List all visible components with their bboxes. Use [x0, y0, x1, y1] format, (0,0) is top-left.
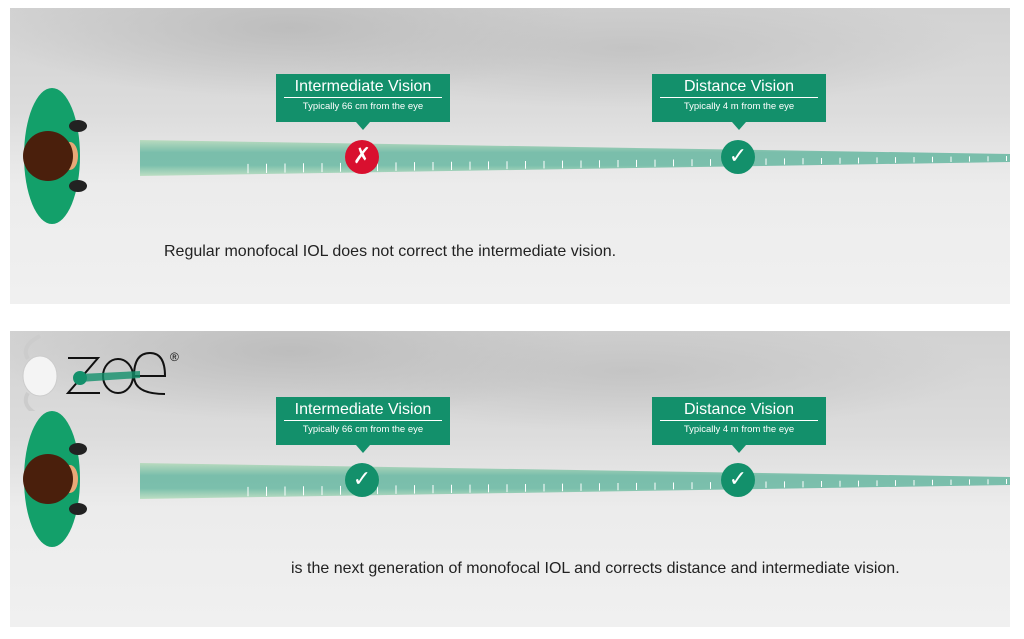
person-icon	[23, 411, 87, 547]
callout-title: Intermediate Vision	[284, 74, 442, 98]
cross-icon: ✗	[345, 140, 379, 174]
caption: is the next generation of monofocal IOL …	[291, 560, 900, 577]
callout-title: Distance Vision	[660, 74, 818, 98]
caption: Regular monofocal IOL does not correct t…	[164, 243, 617, 260]
vision-beam	[140, 140, 1010, 176]
monofocal-panel: Intermediate Vision Typically 66 cm from…	[10, 8, 1010, 304]
vision-beam	[140, 463, 1010, 499]
check-icon: ✓	[721, 463, 755, 497]
callout-title: Distance Vision	[660, 397, 818, 421]
callout-subtitle: Typically 4 m from the eye	[683, 101, 795, 112]
callout-title: Intermediate Vision	[284, 397, 442, 421]
intermediate-vision-callout: Intermediate Vision Typically 66 cm from…	[276, 74, 450, 130]
svg-text:®: ®	[170, 350, 179, 364]
callout-subtitle: Typically 66 cm from the eye	[302, 101, 424, 112]
zoe-panel: Intermediate Vision Typically 66 cm from…	[10, 331, 1010, 627]
zoe-logo: ®	[22, 334, 179, 411]
callout-subtitle: Typically 66 cm from the eye	[302, 424, 424, 435]
intermediate-vision-callout: Intermediate Vision Typically 66 cm from…	[276, 397, 450, 453]
person-icon	[23, 88, 87, 224]
distance-vision-callout: Distance Vision Typically 4 m from the e…	[652, 397, 826, 453]
callout-subtitle: Typically 4 m from the eye	[683, 424, 795, 435]
distance-vision-callout: Distance Vision Typically 4 m from the e…	[652, 74, 826, 130]
check-icon: ✓	[345, 463, 379, 497]
check-icon: ✓	[721, 140, 755, 174]
